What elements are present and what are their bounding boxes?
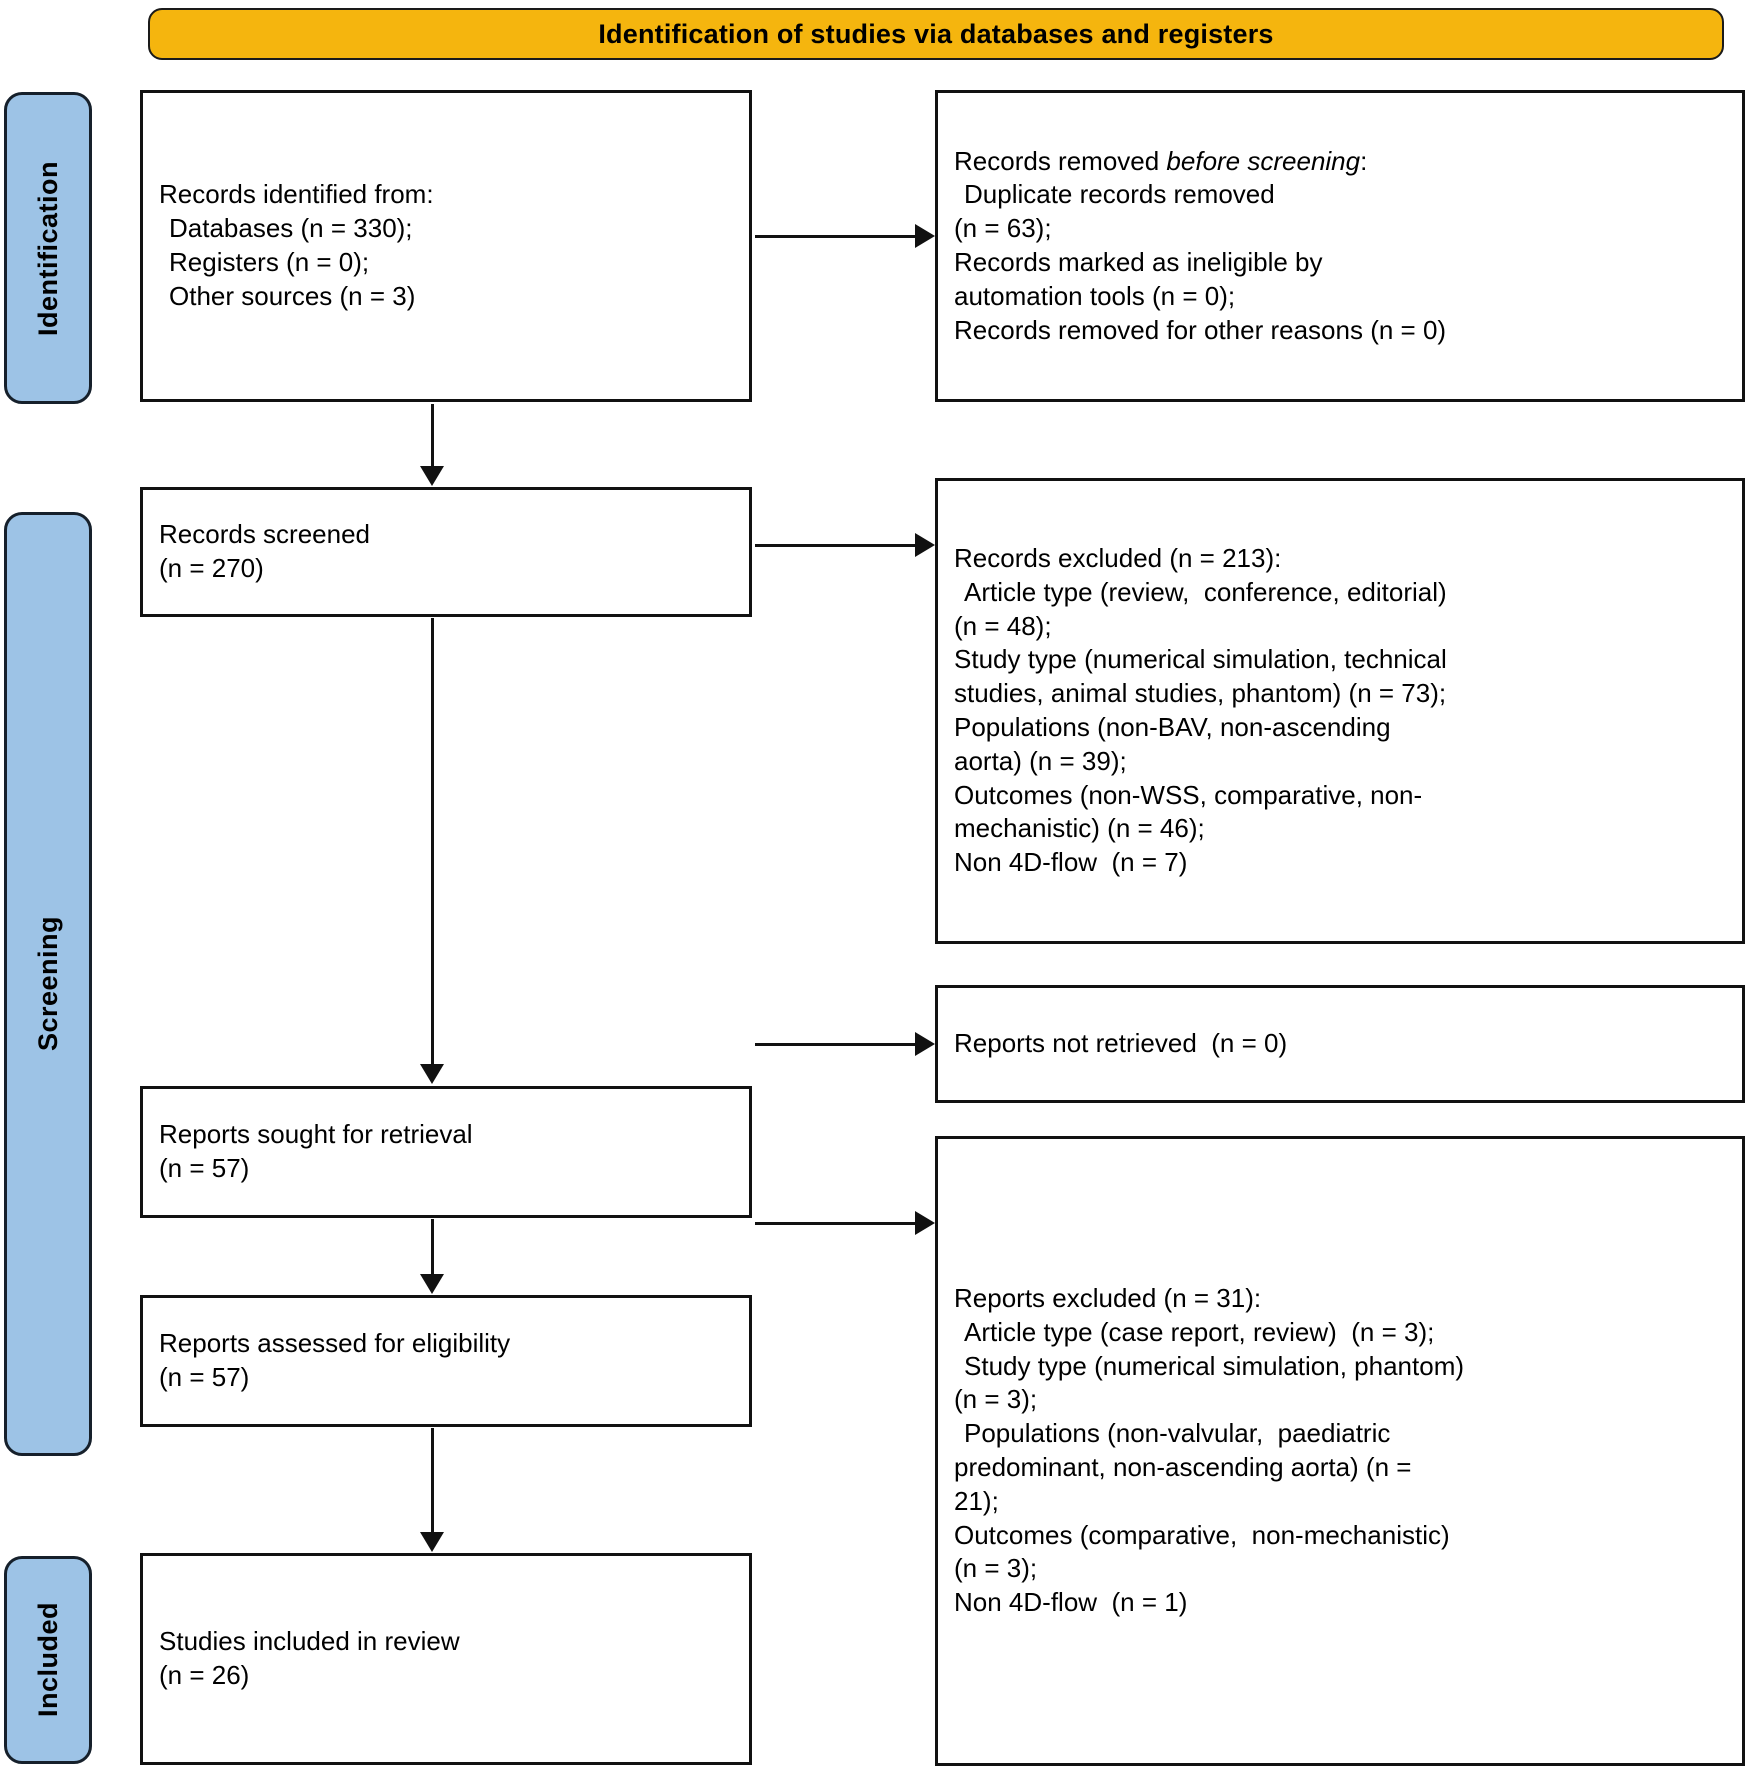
arrow-line bbox=[431, 1219, 434, 1274]
box-reports-excluded: Reports excluded (n = 31): Article type … bbox=[935, 1136, 1745, 1766]
studies-included-line-1: (n = 26) bbox=[159, 1660, 250, 1690]
stage-label-included: Included bbox=[4, 1556, 92, 1764]
records-excluded-line-1: Article type (review, conference, editor… bbox=[964, 576, 1447, 607]
arrow-line bbox=[755, 544, 917, 547]
box-reports-assessed-for-eligibility: Reports assessed for eligibility (n = 57… bbox=[140, 1295, 752, 1427]
box-reports-not-retrieved: Reports not retrieved (n = 0) bbox=[935, 985, 1745, 1103]
arrow-line bbox=[755, 1222, 917, 1225]
box-records-excluded: Records excluded (n = 213): Article type… bbox=[935, 478, 1745, 944]
records-removed-line-3: automation tools (n = 0); bbox=[954, 280, 1236, 311]
records-excluded-line-3: Study type (numerical simulation, techni… bbox=[954, 644, 1447, 675]
reports-excluded-line-1: Article type (case report, review) (n = … bbox=[964, 1316, 1435, 1347]
arrow-head-right-icon bbox=[915, 533, 935, 557]
records-screened-line-1: (n = 270) bbox=[159, 553, 264, 583]
stage-label-identification: Identification bbox=[4, 92, 92, 404]
banner-title: Identification of studies via databases … bbox=[598, 18, 1274, 49]
reports-excluded-line-7: Outcomes (comparative, non-mechanistic) bbox=[954, 1519, 1450, 1550]
arrow-screened-to-sought bbox=[418, 618, 446, 1084]
records-removed-heading-plain: Records removed bbox=[954, 145, 1167, 176]
records-excluded-line-8: mechanistic) (n = 46); bbox=[954, 813, 1205, 844]
reports-excluded-line-8: (n = 3); bbox=[954, 1553, 1038, 1584]
records-excluded-line-7: Outcomes (non-WSS, comparative, non- bbox=[954, 779, 1423, 810]
arrow-assessed-to-reports-excluded bbox=[755, 1209, 935, 1237]
box-records-removed-before-screening: Records removed before screening: Duplic… bbox=[935, 90, 1745, 402]
arrow-line bbox=[431, 1428, 434, 1532]
reports-excluded-line-4: Populations (non-valvular, paediatric bbox=[964, 1418, 1391, 1449]
records-removed-heading: Records removed before screening: bbox=[954, 145, 1728, 179]
arrow-head-down-icon bbox=[420, 1532, 444, 1552]
arrow-identified-to-removed-before bbox=[755, 222, 935, 250]
reports-assessed-line-1: (n = 57) bbox=[159, 1362, 250, 1392]
records-excluded-line-4: studies, animal studies, phantom) (n = 7… bbox=[954, 678, 1447, 709]
box-records-identified: Records identified from: Databases (n = … bbox=[140, 90, 752, 402]
arrow-assessed-to-included bbox=[418, 1428, 446, 1552]
stage-label-screening: Screening bbox=[4, 512, 92, 1456]
arrow-head-right-icon bbox=[915, 1211, 935, 1235]
records-excluded-line-5: Populations (non-BAV, non-ascending bbox=[954, 712, 1391, 742]
arrow-sought-to-assessed bbox=[418, 1219, 446, 1294]
reports-sought-line-1: (n = 57) bbox=[159, 1153, 250, 1183]
reports-assessed-line-0: Reports assessed for eligibility bbox=[159, 1328, 511, 1359]
arrow-line bbox=[431, 618, 434, 1064]
arrow-screened-to-records-excluded bbox=[755, 531, 935, 559]
records-excluded-line-9: Non 4D-flow (n = 7) bbox=[954, 847, 1188, 878]
arrow-head-down-icon bbox=[420, 1064, 444, 1084]
records-removed-line-4: Records removed for other reasons (n = 0… bbox=[954, 314, 1447, 345]
arrow-identified-to-screened bbox=[418, 404, 446, 486]
records-removed-heading-tail: : bbox=[1360, 145, 1368, 176]
stage-label-identification-text: Identification bbox=[32, 160, 63, 336]
arrow-line bbox=[755, 1043, 917, 1046]
box-reports-sought-for-retrieval: Reports sought for retrieval (n = 57) bbox=[140, 1086, 752, 1218]
reports-sought-line-0: Reports sought for retrieval bbox=[159, 1119, 473, 1150]
studies-included-line-0: Studies included in review bbox=[159, 1626, 460, 1657]
records-screened-line-0: Records screened bbox=[159, 519, 370, 550]
reports-excluded-line-5: predominant, non-ascending aorta) (n = bbox=[954, 1452, 1412, 1482]
stage-label-included-text: Included bbox=[32, 1602, 63, 1718]
arrow-head-down-icon bbox=[420, 1274, 444, 1294]
arrow-head-right-icon bbox=[915, 224, 935, 248]
records-removed-line-2: Records marked as ineligible by bbox=[954, 247, 1323, 277]
box-studies-included-in-review: Studies included in review (n = 26) bbox=[140, 1553, 752, 1765]
arrow-head-down-icon bbox=[420, 466, 444, 486]
arrow-line bbox=[755, 235, 917, 238]
arrow-sought-to-not-retrieved bbox=[755, 1030, 935, 1058]
records-removed-heading-italic: before screening bbox=[1166, 145, 1361, 176]
stage-label-screening-text: Screening bbox=[32, 916, 63, 1052]
box-records-screened: Records screened (n = 270) bbox=[140, 487, 752, 617]
records-removed-line-1: (n = 63); bbox=[954, 213, 1052, 244]
records-excluded-line-2: (n = 48); bbox=[954, 610, 1052, 641]
reports-excluded-line-6: 21); bbox=[954, 1485, 999, 1516]
records-excluded-line-0: Records excluded (n = 213): bbox=[954, 543, 1282, 574]
arrow-line bbox=[431, 404, 434, 466]
reports-excluded-line-0: Reports excluded (n = 31): bbox=[954, 1283, 1262, 1314]
reports-not-retrieved-line-0: Reports not retrieved (n = 0) bbox=[954, 1028, 1288, 1059]
reports-excluded-line-3: (n = 3); bbox=[954, 1384, 1038, 1415]
records-identified-line-3: Other sources (n = 3) bbox=[169, 280, 416, 311]
identification-banner: Identification of studies via databases … bbox=[148, 8, 1724, 60]
reports-excluded-line-2: Study type (numerical simulation, phanto… bbox=[964, 1350, 1465, 1381]
records-identified-line-0: Records identified from: bbox=[159, 179, 434, 210]
arrow-head-right-icon bbox=[915, 1032, 935, 1056]
records-excluded-line-6: aorta) (n = 39); bbox=[954, 745, 1127, 776]
records-identified-line-1: Databases (n = 330); bbox=[169, 213, 413, 244]
reports-excluded-line-9: Non 4D-flow (n = 1) bbox=[954, 1587, 1188, 1618]
records-identified-line-2: Registers (n = 0); bbox=[169, 247, 370, 277]
records-removed-line-0: Duplicate records removed bbox=[964, 179, 1275, 210]
